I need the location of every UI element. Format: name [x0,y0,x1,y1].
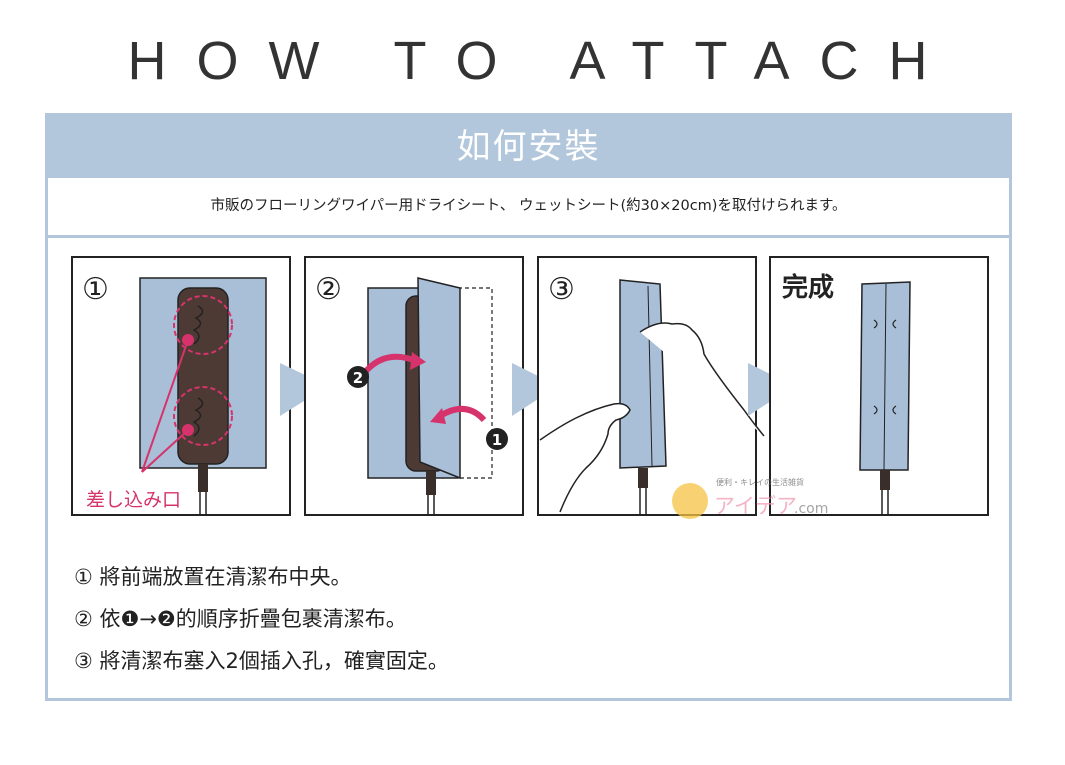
instruction-list: ① 將前端放置在清潔布中央。 ② 依❶→❷的順序折疊包裹清潔布。 ③ 將清潔布塞… [74,556,449,682]
fold-arrow-1 [438,406,487,423]
step-1-illustration: ① 差し込み口 [71,256,291,516]
step-3-label: ③ [548,272,575,307]
insertion-slot-bottom [192,397,204,437]
instruction-step-2: ② 依❶→❷的順序折疊包裹清潔布。 [74,607,407,631]
next-arrow-2 [512,363,558,416]
step-illustrations: ① 差し込み口 ② [71,256,989,519]
section-heading: 如何安裝 [48,116,1009,178]
insertion-slot-top [192,305,204,345]
complete-illustration: 完成 [769,256,989,516]
folded-flap [417,277,461,480]
brand-logo: 便利・キレイの生活雑貨 アイデア .com [672,477,828,519]
page-title: HOW TO ATTACH [127,31,958,91]
fold-step-marker-1: 1 [492,431,502,449]
fold-step-marker-2: 2 [353,369,363,387]
compatibility-note: 市販のフローリングワイパー用ドライシート、 ウェットシート(約30×20cm)を… [48,178,1009,238]
step-2-label: ② [315,272,342,307]
instruction-step-3: ③ 將清潔布塞入2個插入孔，確實固定。 [74,649,449,673]
mop-head [177,287,229,465]
right-hand [639,322,765,437]
highlight-circle-bottom [173,386,233,446]
left-hand [539,402,631,513]
logo-suffix: .com [794,501,828,517]
insertion-slot-callout: 差し込み口 [86,489,181,511]
instruction-step-1: ① 將前端放置在清潔布中央。 [74,565,352,589]
step-1-label: ① [82,272,109,307]
instruction-panel: 如何安裝 市販のフローリングワイパー用ドライシート、 ウェットシート(約30×2… [45,113,1012,701]
logo-tagline: 便利・キレイの生活雑貨 [716,477,804,487]
complete-label: 完成 [782,272,834,303]
step-3-illustration: ③ [537,256,765,516]
logo-mascot-icon [672,483,708,519]
mop-handle [198,464,208,492]
step-2-illustration: ② 2 1 [304,256,524,516]
fold-arrow-2 [363,353,418,374]
highlight-circle-top [173,295,233,355]
logo-name: アイデア [714,494,797,518]
